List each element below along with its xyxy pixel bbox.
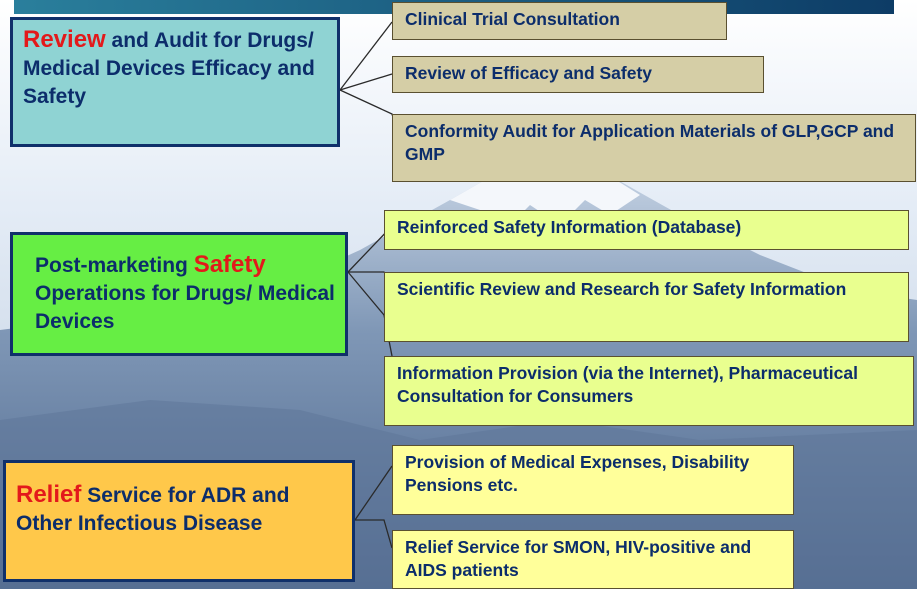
- review-item-label: Clinical Trial Consultation: [405, 9, 620, 29]
- relief-category-box: Relief Service for ADR and Other Infecti…: [3, 460, 355, 582]
- review-highlight: Review: [23, 26, 106, 53]
- review-item-label: Review of Efficacy and Safety: [405, 63, 653, 83]
- review-category-text: and Audit for Drugs/ Medical Devices Eff…: [23, 29, 315, 108]
- safety-item-research: Scientific Review and Research for Safet…: [384, 272, 909, 342]
- safety-category-suffix: Operations for Drugs/ Medical Devices: [35, 282, 335, 333]
- safety-category-prefix: Post-marketing: [35, 254, 194, 277]
- review-category-box: Review and Audit for Drugs/ Medical Devi…: [10, 17, 340, 147]
- safety-item-label: Reinforced Safety Information (Database): [397, 217, 742, 237]
- relief-item-label: Provision of Medical Expenses, Disabilit…: [405, 452, 750, 495]
- relief-item-medical-expenses: Provision of Medical Expenses, Disabilit…: [392, 445, 794, 515]
- review-item-label: Conformity Audit for Application Materia…: [405, 121, 895, 164]
- review-item-clinical-trial: Clinical Trial Consultation: [392, 2, 727, 40]
- safety-item-database: Reinforced Safety Information (Database): [384, 210, 909, 250]
- relief-category-text: Service for ADR and Other Infectious Dis…: [16, 484, 290, 535]
- safety-item-information-provision: Information Provision (via the Internet)…: [384, 356, 914, 426]
- review-item-conformity-audit: Conformity Audit for Application Materia…: [392, 114, 916, 182]
- safety-item-label: Scientific Review and Research for Safet…: [397, 279, 847, 299]
- relief-item-smon-hiv: Relief Service for SMON, HIV-positive an…: [392, 530, 794, 589]
- safety-item-label: Information Provision (via the Internet)…: [397, 363, 858, 406]
- review-item-efficacy: Review of Efficacy and Safety: [392, 56, 764, 93]
- relief-item-label: Relief Service for SMON, HIV-positive an…: [405, 537, 752, 580]
- relief-highlight: Relief: [16, 481, 82, 508]
- safety-highlight: Safety: [193, 251, 266, 278]
- safety-category-box: Post-marketing Safety Operations for Dru…: [10, 232, 348, 356]
